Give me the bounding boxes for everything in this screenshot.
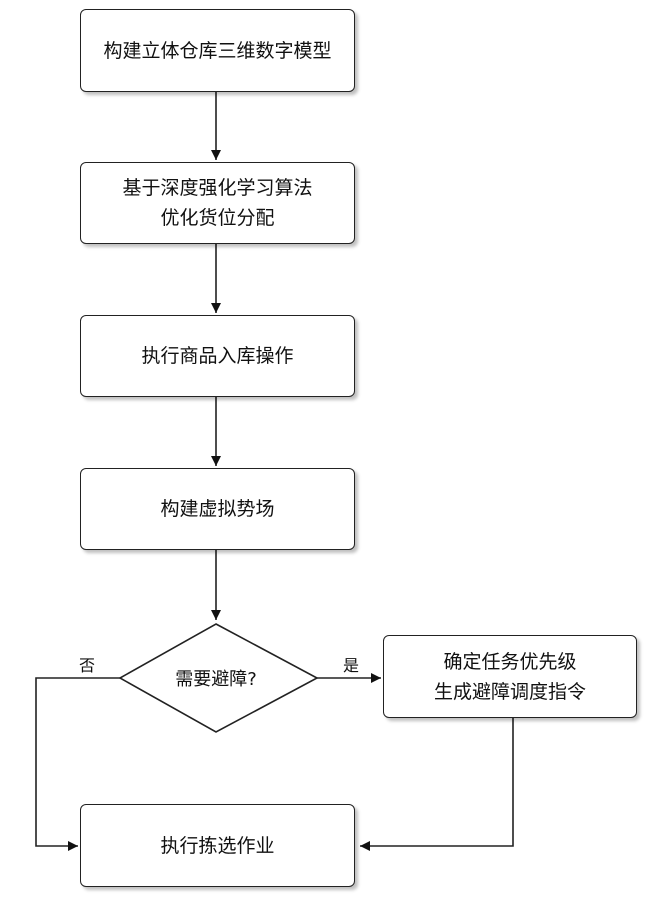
step-priority-and-instructions: 确定任务优先级 生成避障调度指令 <box>383 635 637 718</box>
step-label-line2: 生成避障调度指令 <box>434 677 586 707</box>
step-label: 执行拣选作业 <box>160 831 274 861</box>
step-execute-picking: 执行拣选作业 <box>80 804 355 887</box>
step-optimize-allocation: 基于深度强化学习算法 优化货位分配 <box>80 162 355 244</box>
step-label-line1: 确定任务优先级 <box>434 647 586 677</box>
decision-label: 需要避障? <box>156 665 276 691</box>
step-label: 构建虚拟势场 <box>160 494 274 524</box>
step-label: 构建立体仓库三维数字模型 <box>103 36 331 66</box>
step-build-3d-model: 构建立体仓库三维数字模型 <box>80 9 355 92</box>
step-build-potential-field: 构建虚拟势场 <box>80 468 355 550</box>
branch-label-yes: 是 <box>343 652 359 676</box>
step-label: 执行商品入库操作 <box>141 341 293 371</box>
branch-label-no: 否 <box>79 652 95 676</box>
step-label-line2: 优化货位分配 <box>122 203 312 233</box>
step-inbound-operation: 执行商品入库操作 <box>80 315 355 397</box>
arrow-yesbox-to-final <box>360 718 513 846</box>
step-label-line1: 基于深度强化学习算法 <box>122 173 312 203</box>
